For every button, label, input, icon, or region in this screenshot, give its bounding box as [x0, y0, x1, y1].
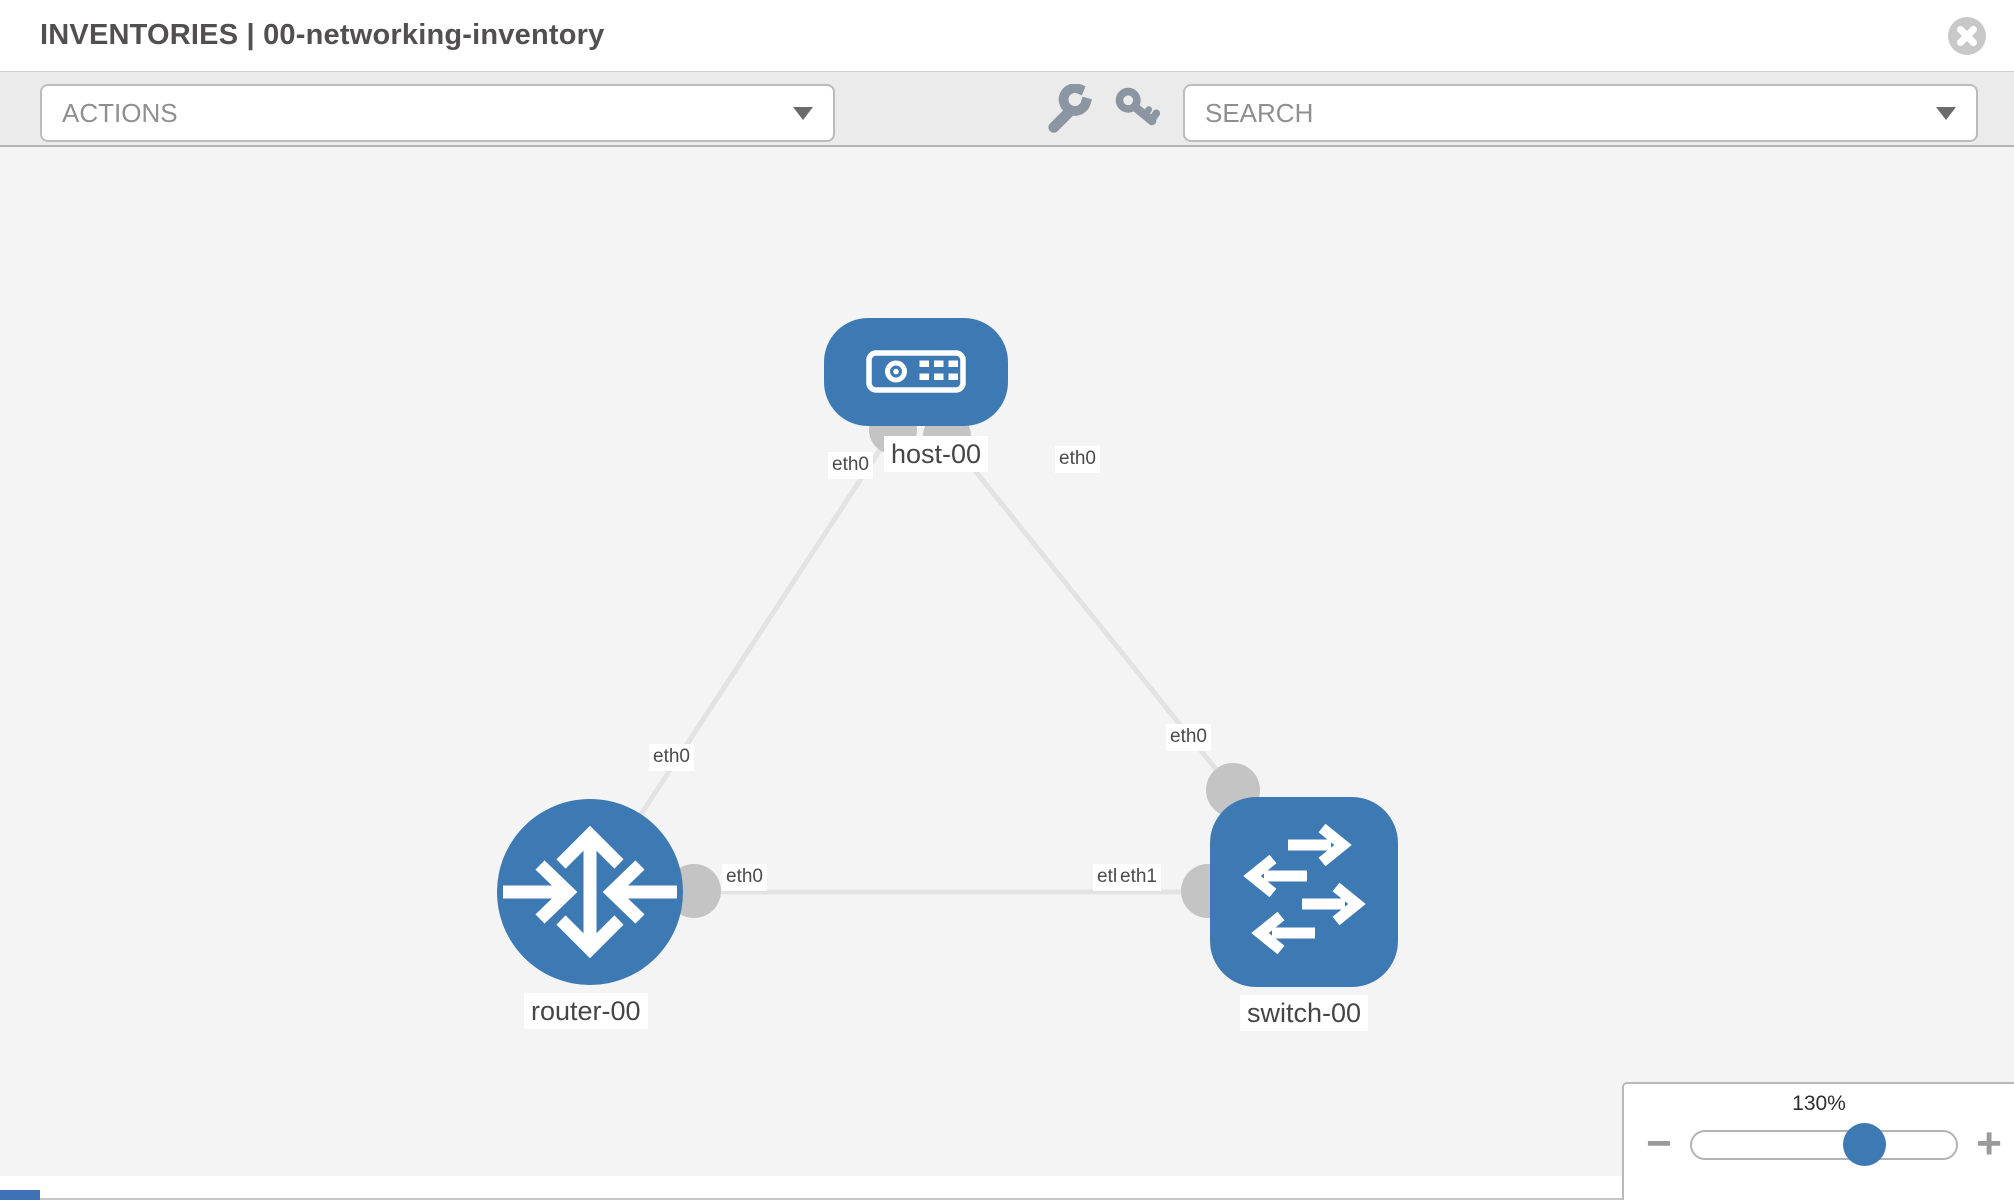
node-host-00[interactable]	[824, 318, 1008, 426]
zoom-panel: 130% − +	[1622, 1082, 2014, 1200]
switch-arrows-icon	[1243, 823, 1366, 955]
node-router-00[interactable]	[497, 799, 683, 985]
topology-svg	[497, 318, 1398, 987]
actions-label: ACTIONS	[62, 97, 178, 128]
search-input[interactable]	[1205, 97, 1936, 129]
wrench-icon	[1048, 83, 1092, 133]
actions-dropdown[interactable]: ACTIONS	[40, 84, 835, 142]
iface-label-link-router: eth0	[649, 744, 694, 771]
credentials-button[interactable]	[1112, 84, 1166, 136]
iface-label-link-switch: eth0	[1166, 724, 1211, 751]
bottom-left-blue-bar	[0, 1190, 40, 1200]
iface-label-switch-eth1: eth1	[1116, 864, 1161, 891]
zoom-out-button[interactable]: −	[1646, 1119, 1672, 1168]
configure-button[interactable]	[1042, 83, 1096, 136]
toolbar: ACTIONS	[0, 72, 2014, 147]
router-arrows-icon	[503, 825, 677, 959]
header: INVENTORIES | 00-networking-inventory	[0, 0, 2014, 72]
iface-label-router-eth0: eth0	[722, 864, 767, 891]
topology-canvas[interactable]: eth0 eth0 eth0 eth0 eth0 eth0 eth1 host-…	[0, 147, 2014, 1176]
zoom-slider-handle[interactable]	[1843, 1123, 1886, 1166]
zoom-level: 130%	[1792, 1092, 1846, 1115]
page-title: INVENTORIES | 00-networking-inventory	[40, 19, 605, 51]
search-dropdown[interactable]	[1183, 84, 1978, 142]
bottom-edge-line	[0, 1198, 1622, 1200]
iface-label-host-right: eth0	[1055, 446, 1100, 473]
zoom-slider[interactable]	[1690, 1123, 1958, 1166]
node-switch-00[interactable]	[1210, 797, 1398, 987]
iface-label-host-left: eth0	[828, 452, 873, 479]
zoom-in-button[interactable]: +	[1976, 1119, 2002, 1168]
device-label-router: router-00	[524, 993, 648, 1030]
device-label-host: host-00	[884, 436, 989, 473]
interface-endpoints	[667, 406, 1260, 918]
chevron-down-icon	[1936, 106, 1956, 120]
device-label-switch: switch-00	[1240, 995, 1369, 1032]
close-icon	[1948, 17, 1986, 55]
link-host-router[interactable]	[587, 370, 934, 894]
chevron-down-icon	[793, 106, 813, 120]
host-icon	[866, 350, 966, 393]
key-icon	[1115, 87, 1161, 126]
close-button[interactable]	[1946, 15, 1988, 57]
